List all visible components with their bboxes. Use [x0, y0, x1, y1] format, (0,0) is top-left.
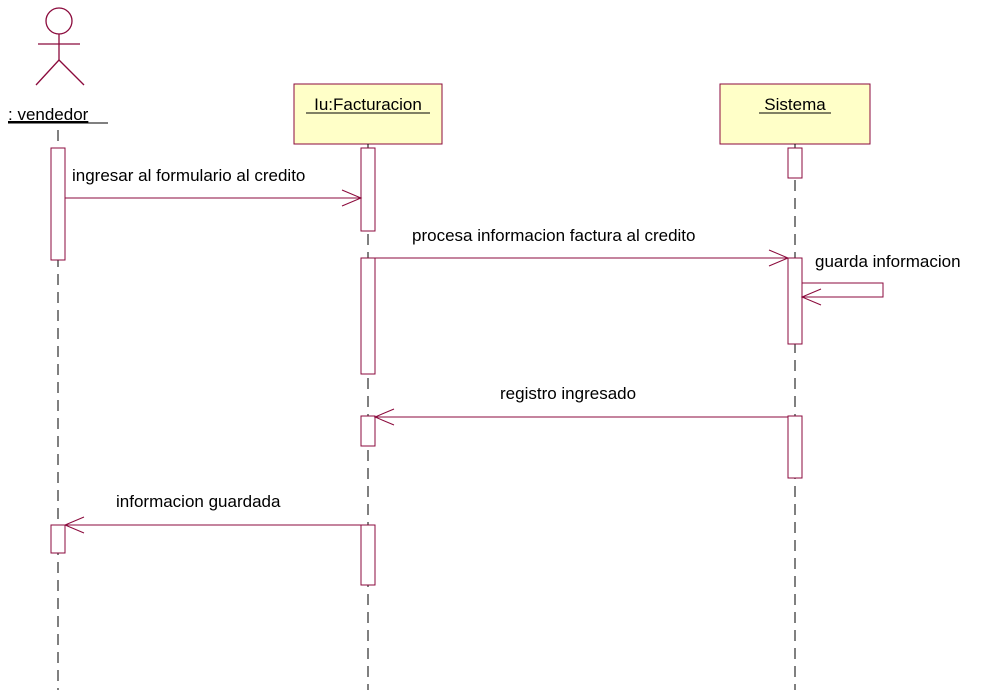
stick-figure-actor-icon [35, 7, 85, 86]
message-label: registro ingresado [500, 384, 636, 403]
arrowhead-icon [768, 249, 790, 267]
object-box [293, 83, 443, 145]
message-procesa-informacion[interactable]: procesa informacion factura al credito [375, 226, 790, 267]
activation-bar [50, 147, 66, 261]
message-informacion-guardada[interactable]: informacion guardada [63, 492, 361, 534]
object-iu-facturacion[interactable]: Iu:Facturacion [293, 83, 443, 145]
object-sistema[interactable]: Sistema [719, 83, 871, 145]
object-label: Sistema [764, 95, 826, 114]
message-line [802, 282, 884, 298]
object-box [719, 83, 871, 145]
activation-bar [360, 147, 376, 232]
actor-label: : vendedor [8, 105, 89, 124]
actor-vendedor[interactable]: : vendedor [8, 7, 108, 124]
activation-bar [787, 147, 803, 179]
message-ingresar-formulario[interactable]: ingresar al formulario al credito [65, 166, 363, 207]
message-guarda-informacion[interactable]: guarda informacion [800, 252, 961, 306]
message-label: procesa informacion factura al credito [412, 226, 695, 245]
activation-bar [787, 415, 803, 479]
arrowhead-icon [800, 288, 822, 306]
arrowhead-icon [63, 516, 85, 534]
message-label: informacion guardada [116, 492, 281, 511]
message-label: ingresar al formulario al credito [72, 166, 305, 185]
message-registro-ingresado[interactable]: registro ingresado [373, 384, 788, 426]
activation-bar [50, 524, 66, 554]
activation-bar [787, 257, 803, 345]
activation-bar [360, 257, 376, 375]
activation-bar [360, 415, 376, 447]
arrowhead-icon [373, 408, 395, 426]
object-label: Iu:Facturacion [314, 95, 422, 114]
arrowhead-icon [341, 189, 363, 207]
activation-bar [360, 524, 376, 586]
message-label: guarda informacion [815, 252, 961, 271]
